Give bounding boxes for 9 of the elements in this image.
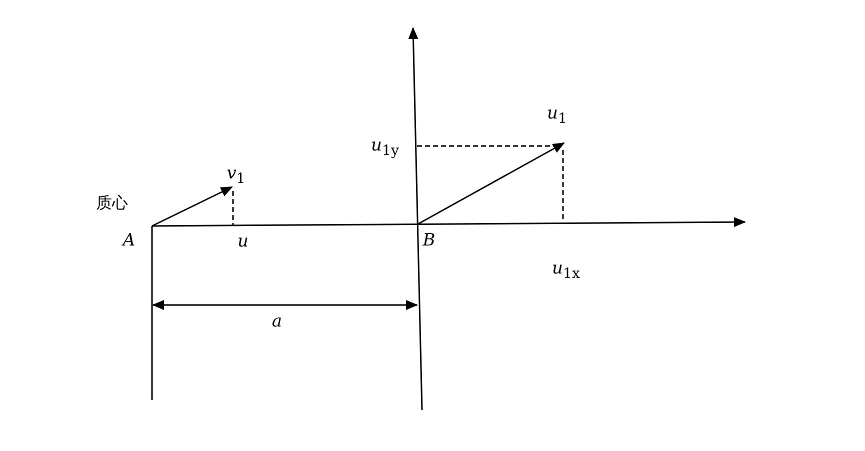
vector-label: u [238,234,248,250]
text-label: 质心 [96,195,128,211]
vector-label: u$_{1x}$ [552,260,580,282]
vector-label: u$_{1}$ [547,106,567,126]
vector-label: v$_{1}$ [226,166,246,186]
dimension-label: a [272,314,282,330]
point-label: B [422,232,436,250]
vector-label: u$_{1y}$ [371,138,399,158]
point-label: A [122,232,136,250]
